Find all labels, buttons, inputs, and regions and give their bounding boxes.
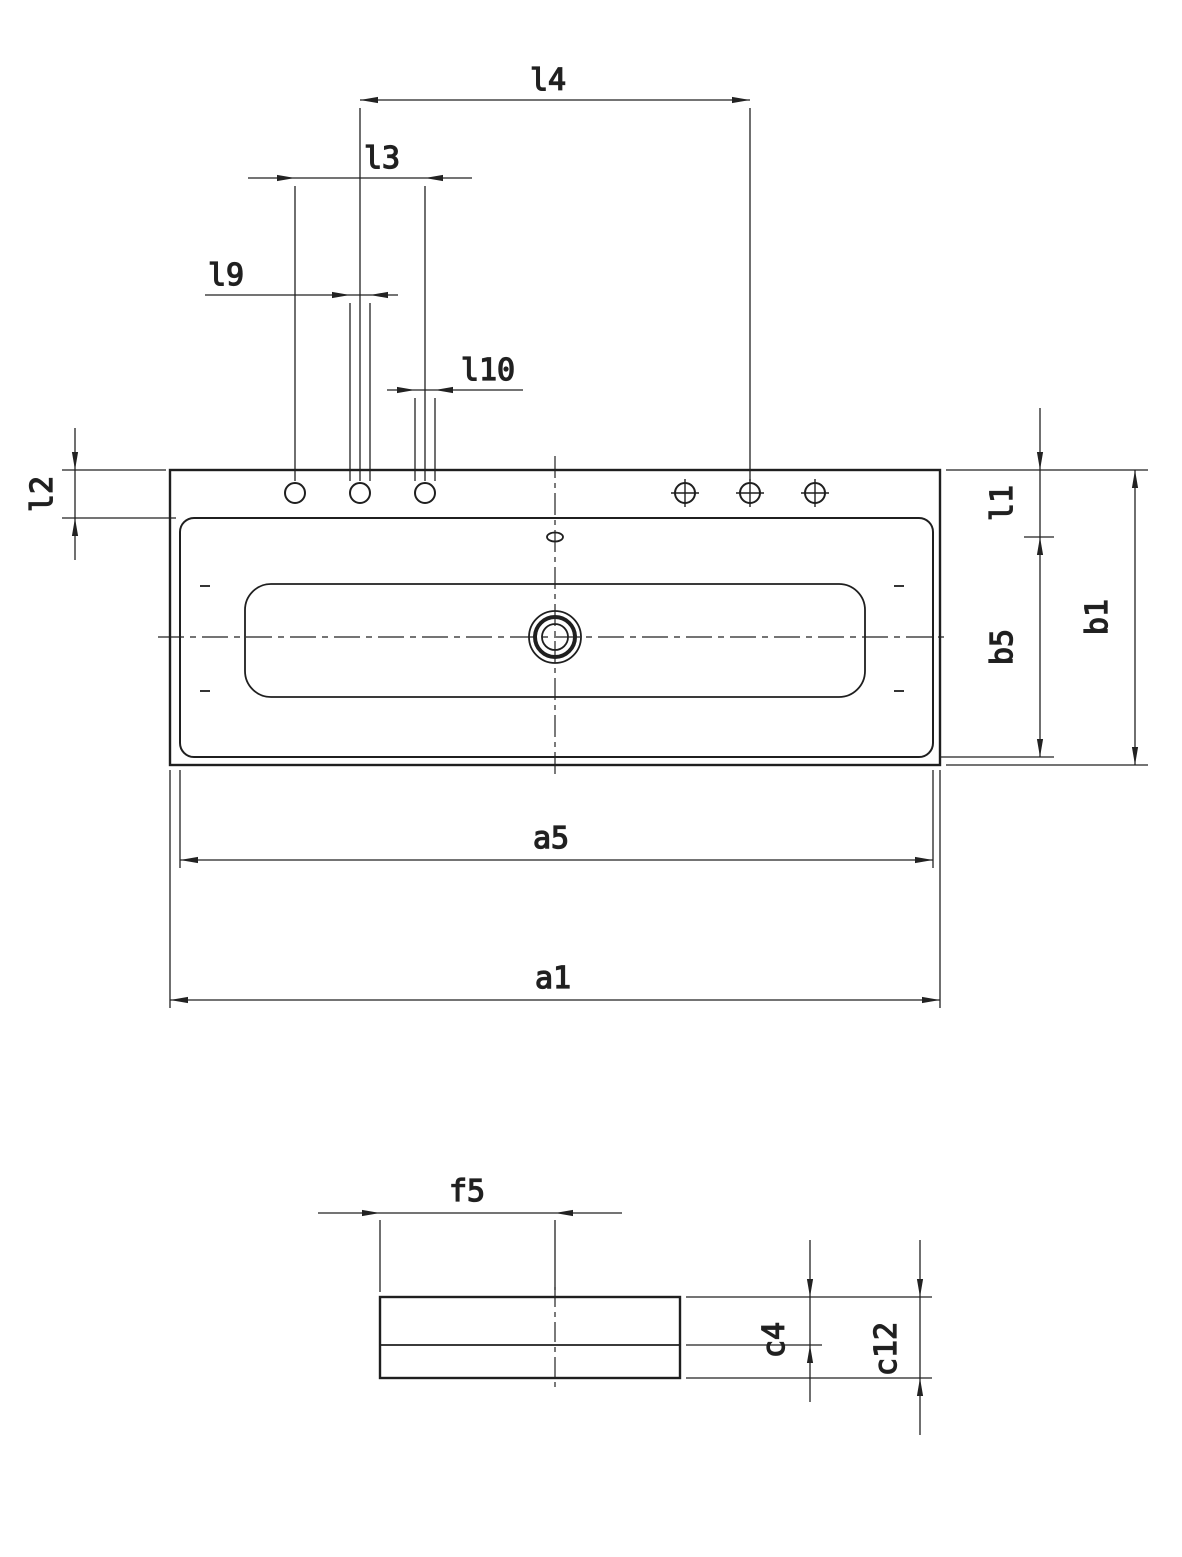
dimension-l10: l10	[387, 352, 523, 481]
dimension-l1: l1	[946, 408, 1148, 538]
tap-hole	[284, 482, 306, 504]
dimension-label: b1	[1080, 599, 1115, 635]
dimension-l4: l4	[359, 62, 751, 481]
dimension-c12: c12	[686, 1240, 932, 1435]
dimension-a1: a1	[169, 770, 941, 1008]
tap-hole	[414, 482, 436, 504]
dimension-label: b5	[985, 629, 1020, 665]
dimension-label: c4	[757, 1322, 792, 1358]
dimension-label: l10	[461, 353, 515, 388]
dimension-label: l3	[364, 141, 400, 176]
dimension-l3: l3	[248, 140, 472, 481]
floor-corner-ticks	[200, 585, 904, 692]
dimension-l2: l2	[24, 428, 176, 560]
dimension-label: f5	[449, 1174, 485, 1209]
tap-hole	[349, 482, 371, 504]
dimension-label: c12	[869, 1322, 904, 1376]
dimension-label: l1	[985, 485, 1020, 521]
dimension-b1: b1	[946, 470, 1148, 766]
dimension-c4: c4	[686, 1240, 932, 1402]
dimension-label: l4	[530, 63, 566, 98]
dimension-l9: l9	[205, 257, 398, 481]
tap-holes-crossed	[671, 479, 829, 507]
tap-hole-crossed	[671, 479, 699, 507]
side-profile-outline	[378, 1295, 682, 1380]
tap-hole-crossed	[801, 479, 829, 507]
dimension-a5: a5	[179, 770, 934, 868]
side-view	[378, 1287, 682, 1388]
dimension-label: a5	[533, 821, 569, 856]
dimension-label: l2	[25, 476, 60, 512]
tap-holes-open	[284, 482, 436, 504]
dimension-label: l9	[208, 258, 244, 293]
dimension-b5: b5	[940, 537, 1054, 758]
dimension-f5: f5	[318, 1173, 622, 1292]
tap-hole-crossed	[736, 479, 764, 507]
dimension-label: a1	[535, 961, 571, 996]
top-view	[158, 456, 950, 776]
